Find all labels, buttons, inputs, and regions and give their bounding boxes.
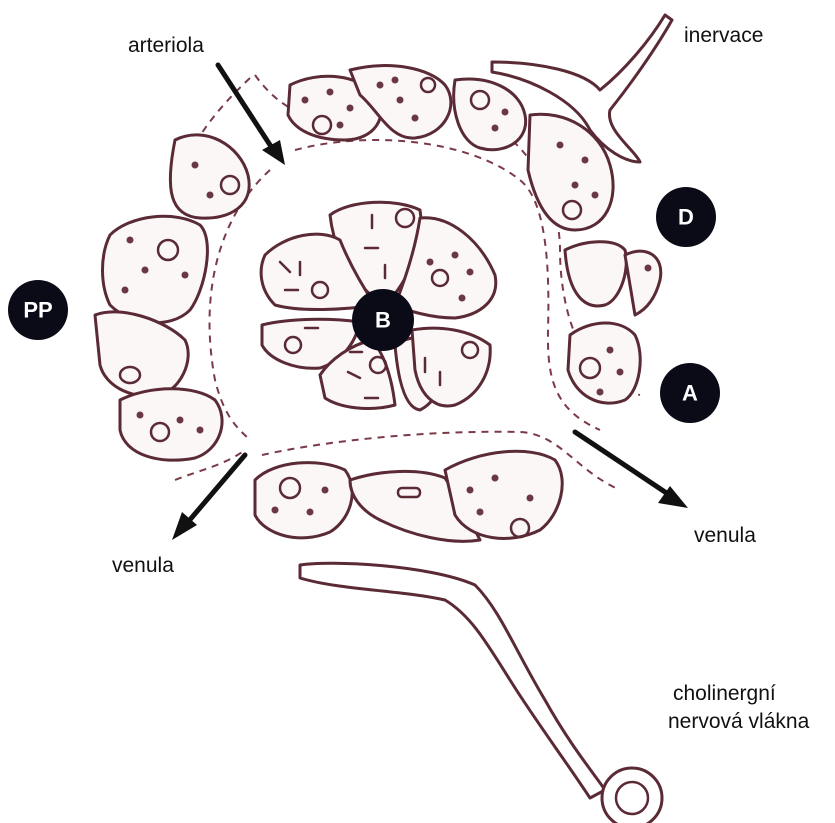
bottom-cell-3 xyxy=(445,451,562,538)
left-cell-3 xyxy=(95,312,188,396)
left-cell-2 xyxy=(103,216,208,322)
badge-b: B xyxy=(352,289,414,351)
badge-a-label: A xyxy=(682,381,698,406)
badge-pp-label: PP xyxy=(23,298,52,323)
venule-right-label: venula xyxy=(694,524,756,547)
right-cell-2 xyxy=(625,251,661,315)
innervation-label: inervace xyxy=(684,24,763,47)
top-cell-3 xyxy=(454,79,526,150)
fibers-label-line2: nervová vlákna xyxy=(668,710,810,733)
venule-right-arrow xyxy=(575,432,668,494)
cholinergic-fiber xyxy=(300,563,605,798)
right-cell-3 xyxy=(568,323,640,403)
venule-left-label: venula xyxy=(112,554,174,577)
bottom-cell-1 xyxy=(255,463,352,538)
cell-group-left xyxy=(95,135,249,460)
cell-group-bottom xyxy=(255,451,562,541)
badge-d-label: D xyxy=(678,205,694,230)
arteriole-arrowhead xyxy=(262,140,285,165)
arteriole-label: arteriola xyxy=(128,34,204,57)
badge-a: A xyxy=(660,363,720,423)
badge-b-label: B xyxy=(375,308,391,333)
center-cell-se xyxy=(412,328,490,406)
arteriole-arrow xyxy=(218,65,272,148)
right-cell-1 xyxy=(565,242,626,306)
badge-pp: PP xyxy=(8,280,68,340)
fibers-label-line1: cholinergní xyxy=(673,682,776,705)
badge-d: D xyxy=(656,187,716,247)
cell-group-right xyxy=(565,242,661,403)
left-cell-1 xyxy=(170,135,249,218)
left-cell-4 xyxy=(120,389,222,460)
